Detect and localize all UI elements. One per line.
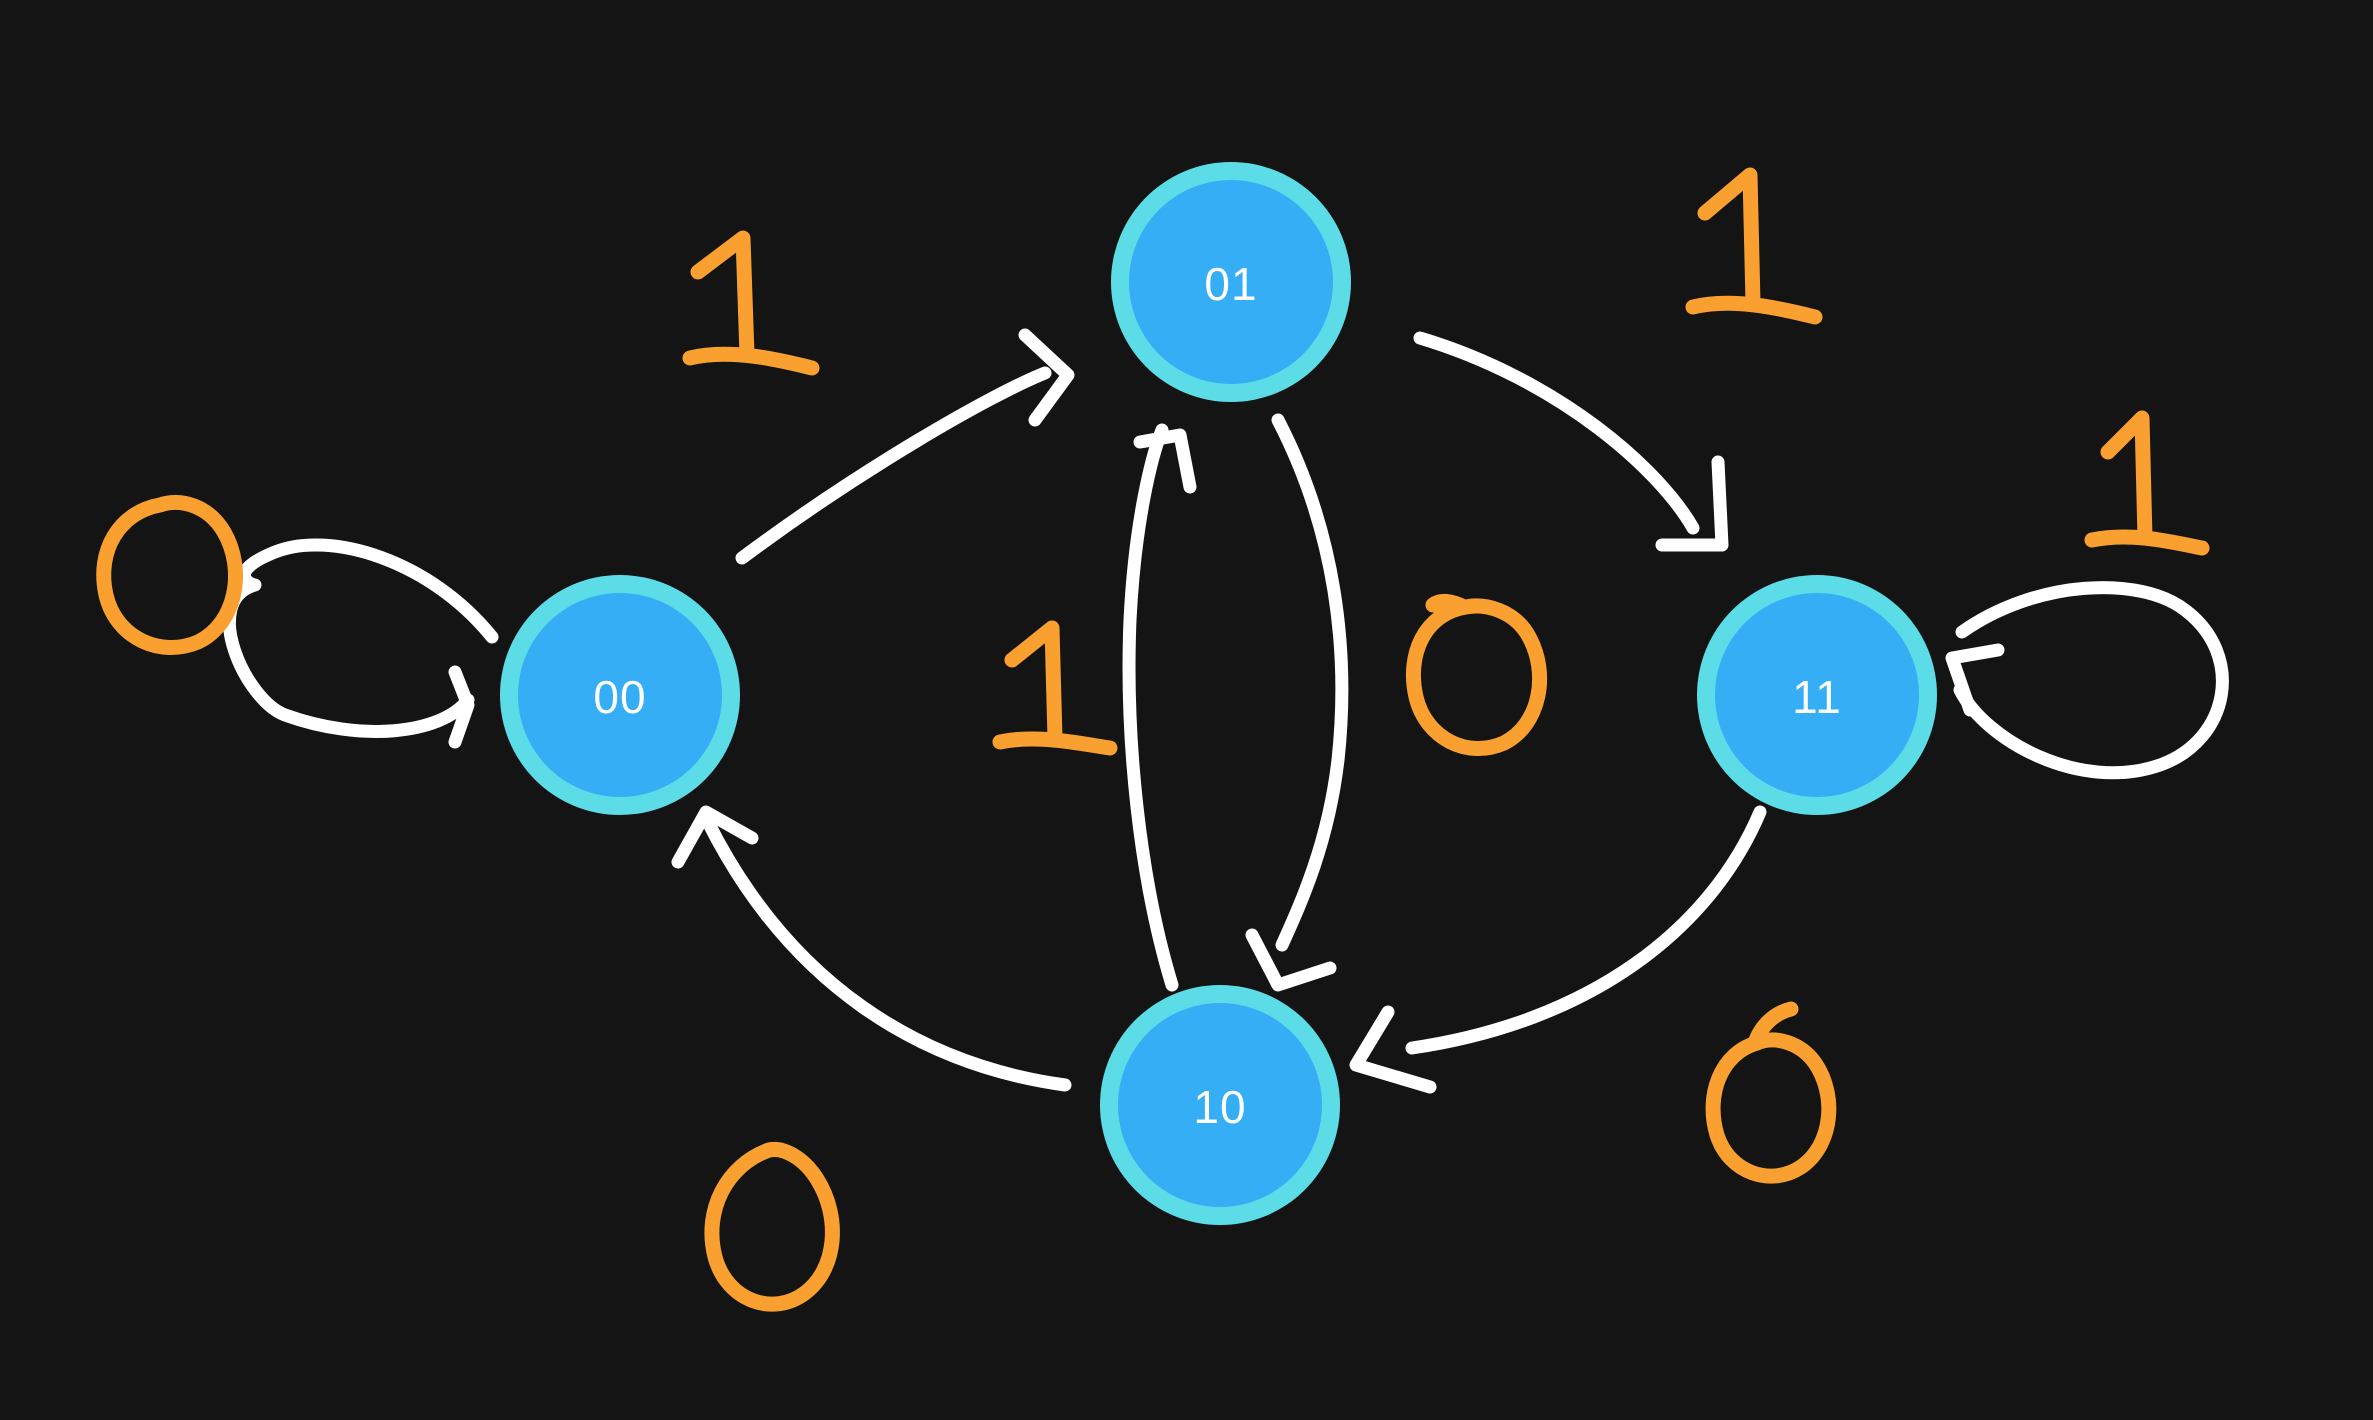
edge-label-layer: 0 1 1 1 1: [96, 167, 2210, 1312]
edge-label-10-00: 0: [704, 1142, 840, 1312]
edge-01-to-11[interactable]: [1413, 331, 1729, 552]
edge-label-01-10-text: 0: [1478, 664, 1479, 666]
edge-label-01-10: 0: [1405, 593, 1548, 756]
edge-layer: [222, 328, 2229, 1094]
node-01-label: 01: [1204, 258, 1257, 310]
edge-label-10-01: 1: [992, 620, 1118, 756]
edge-01-to-10-arrowhead: [1245, 928, 1337, 992]
edge-label-11-10-glyph: [1705, 1001, 1837, 1184]
edge-label-00-loop-text: 0: [168, 559, 169, 561]
node-01-fill: [1129, 180, 1333, 384]
node-layer: 00 01 11 10: [500, 162, 1937, 1225]
node-00-label: 00: [593, 671, 646, 723]
edge-label-10-00-glyph: [704, 1142, 840, 1312]
edge-label-00-loop: 0: [96, 495, 243, 655]
edge-label-01-11-glyph: [1685, 167, 1823, 325]
edge-00-to-00-arrowhead: [448, 665, 475, 749]
edge-00-to-01[interactable]: [735, 328, 1075, 565]
edge-11-to-11-arrowhead: [1945, 643, 2005, 717]
edge-10-to-01[interactable]: [1122, 423, 1197, 992]
edge-11-to-10[interactable]: [1349, 805, 1767, 1094]
edge-11-to-11-path: [1953, 581, 2229, 780]
edge-10-to-01-path: [1122, 423, 1179, 992]
edge-01-to-11-arrowhead: [1655, 455, 1729, 552]
node-11[interactable]: 11: [1697, 575, 1937, 815]
edge-label-01-11: 1: [1685, 167, 1823, 325]
edge-10-to-00-path: [701, 815, 1072, 1092]
edge-10-to-00[interactable]: [671, 805, 1072, 1092]
edge-label-00-01-glyph: [682, 230, 820, 376]
edge-11-to-10-arrowhead: [1349, 1005, 1437, 1094]
node-11-fill: [1715, 593, 1919, 797]
node-01[interactable]: 01: [1111, 162, 1351, 402]
edge-10-to-01-arrowhead: [1133, 428, 1197, 494]
edge-11-to-10-path: [1405, 805, 1767, 1055]
node-10[interactable]: 10: [1100, 985, 1340, 1225]
node-10-label: 10: [1193, 1081, 1246, 1133]
edge-label-11-loop: 1: [2084, 410, 2210, 556]
node-00-fill: [518, 593, 722, 797]
node-10-fill: [1118, 1003, 1322, 1207]
edge-label-01-10-glyph: [1405, 593, 1548, 756]
edge-00-to-00[interactable]: [222, 538, 499, 749]
edge-00-to-00-path: [222, 538, 499, 738]
edge-11-to-11[interactable]: [1945, 581, 2229, 780]
edge-00-to-01-arrowhead: [1018, 328, 1075, 427]
edge-label-00-loop-glyph: [96, 495, 243, 655]
edge-label-11-10-text: 0: [1775, 1094, 1776, 1096]
node-00[interactable]: 00: [500, 575, 740, 815]
edge-00-to-01-path: [735, 366, 1052, 565]
edge-01-to-10[interactable]: [1245, 413, 1349, 992]
edge-label-11-10: 0: [1705, 1001, 1837, 1184]
edge-label-10-00-text: 0: [775, 1214, 776, 1216]
edge-01-to-11-path: [1413, 331, 1700, 535]
edge-label-10-01-glyph: [992, 620, 1118, 756]
edge-label-00-01: 1: [682, 230, 820, 376]
edge-10-to-00-arrowhead: [671, 805, 759, 869]
node-11-label: 11: [1792, 671, 1842, 723]
edge-01-to-10-path: [1271, 413, 1349, 952]
edge-label-11-loop-glyph: [2084, 410, 2210, 556]
